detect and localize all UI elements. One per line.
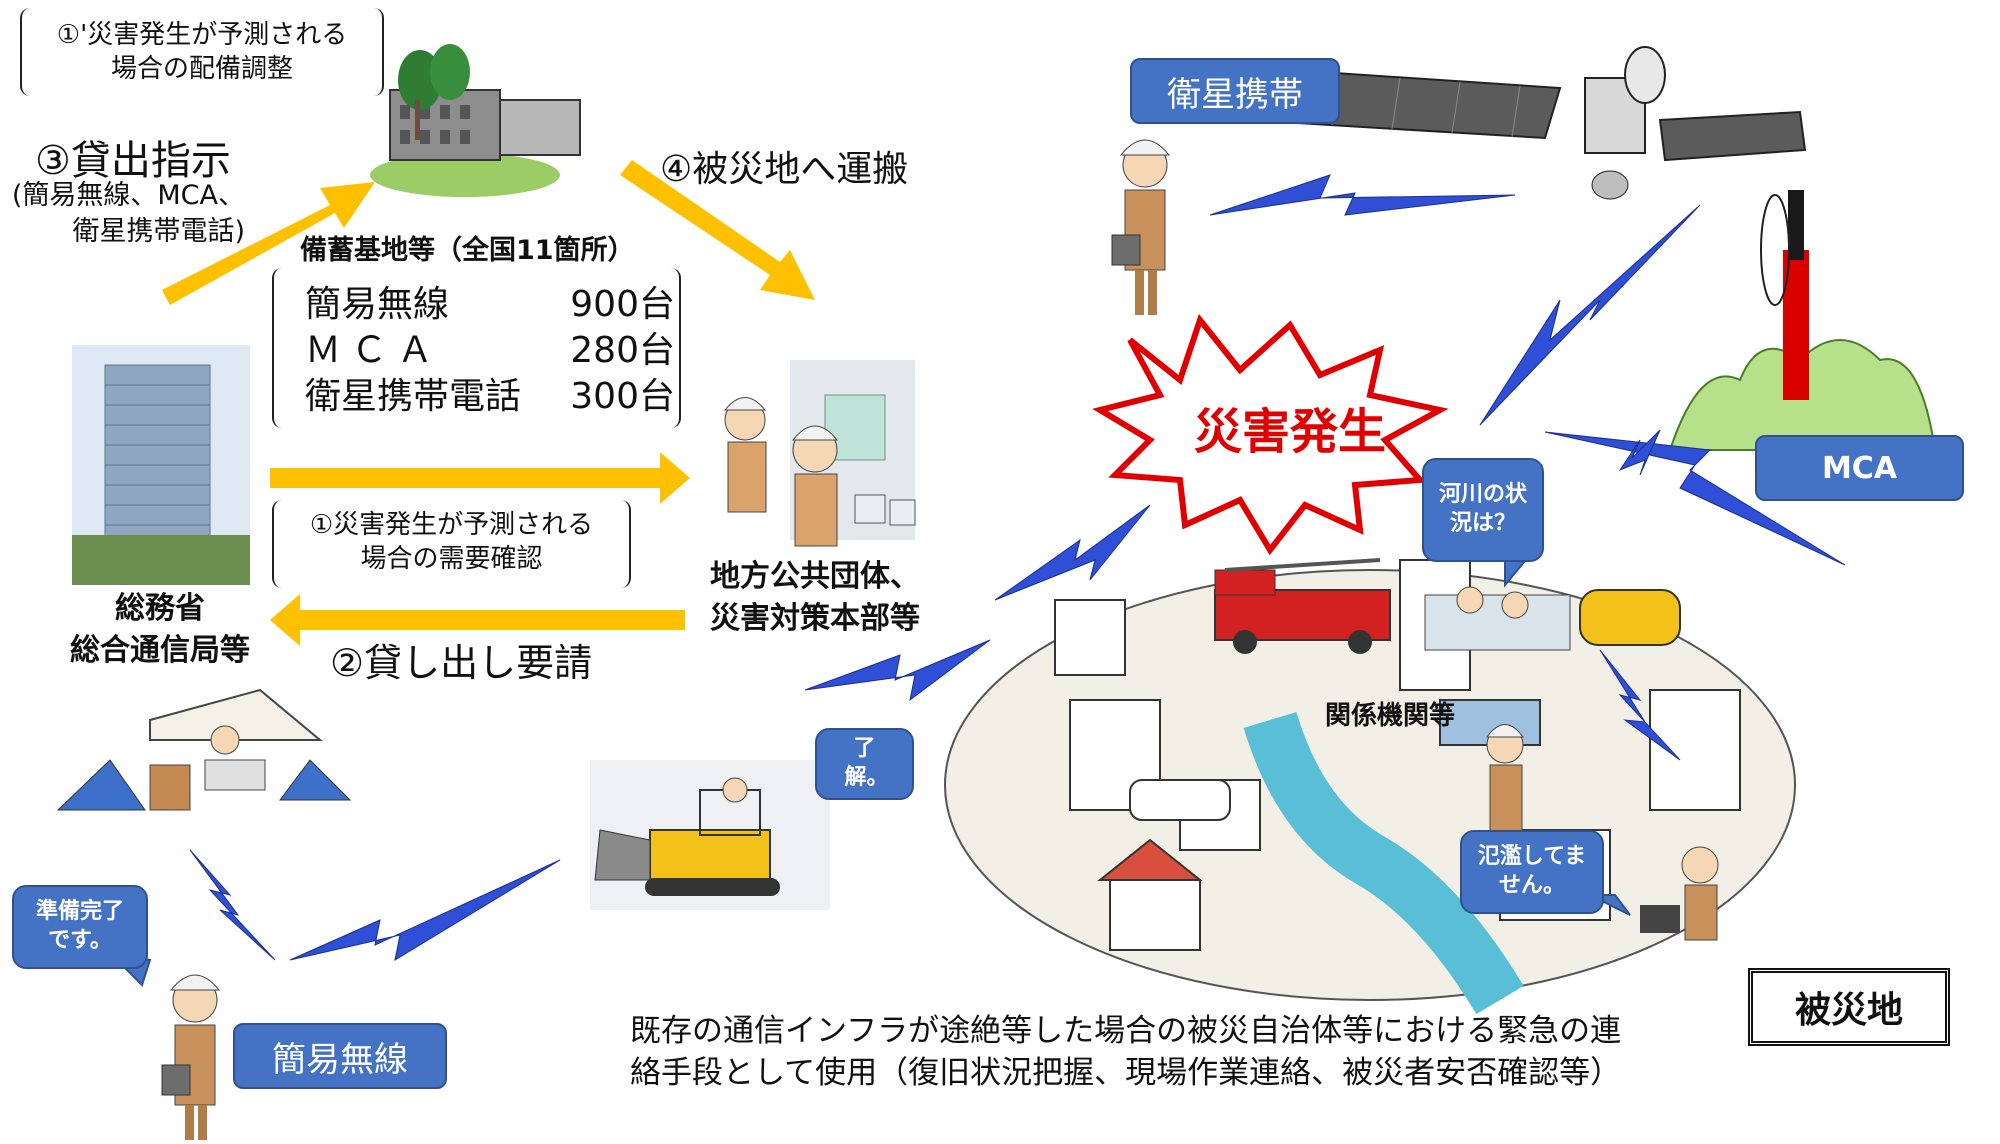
speech-bubble-ack: 了解。 — [815, 728, 914, 800]
disaster-area-label: 被災地 — [1748, 968, 1950, 1046]
local-gov-line1: 地方公共団体、 — [710, 559, 920, 594]
stockpile-item-count: 300台 — [570, 376, 675, 417]
stockpile-title: 備蓄基地等（全国11箇所） — [300, 235, 635, 266]
top-note: ①'災害発生が予測される 場合の配備調整 — [20, 18, 384, 86]
arrow-to-local-gov — [270, 452, 690, 504]
bubble-ready-text: 準備完了です。 — [35, 899, 124, 953]
demand-note-line1: ①災害発生が予測される — [309, 510, 594, 540]
lend-instruction-line1: (簡易無線、MCA、 — [11, 180, 245, 211]
bottom-description: 既存の通信インフラが途絶等した場合の被災自治体等における緊急の連 絡手段として使… — [630, 1010, 1621, 1094]
ministry-building-photo — [72, 345, 250, 585]
local-gov-line2: 災害対策本部等 — [710, 601, 920, 636]
fire-truck-illustration — [1214, 558, 1391, 654]
bottom-description-line2: 絡手段として使用（復旧状況把握、現場作業連絡、被災者安否確認等） — [630, 1055, 1622, 1091]
ministry-line1: 総務省 — [115, 591, 205, 626]
mca-pill: MCA — [1755, 435, 1964, 501]
person-simple-radio — [161, 974, 221, 1140]
stockpile-item-name: ＭＣＡ — [305, 330, 444, 371]
satellite-phone-pill: 衛星携帯 — [1130, 58, 1340, 124]
stockpile-item: 衛星携帯電話 300台 — [305, 374, 675, 420]
lend-instruction-title: ③貸出指示 — [35, 138, 231, 184]
disaster-burst — [1092, 313, 1449, 556]
tent-illustration — [56, 688, 352, 811]
related-agencies-label: 関係機関等 — [1325, 701, 1456, 731]
local-gov-label: 地方公共団体、 災害対策本部等 — [690, 556, 940, 640]
lightning-bolts — [189, 174, 1846, 962]
warehouse-building — [370, 44, 581, 197]
stockpile-item-count: 280台 — [570, 330, 675, 371]
satellite-illustration — [1278, 46, 1807, 200]
disaster-area-scene — [944, 558, 1796, 1015]
local-gov-office-illustration — [723, 360, 916, 547]
bubble-river-text: 河川の状況は？ — [1438, 482, 1527, 536]
ministry-label: 総務省 総合通信局等 — [40, 588, 280, 672]
person-in-disaster-area — [1486, 724, 1719, 941]
stockpile-item: 簡易無線 900台 — [305, 282, 675, 328]
lend-request-label: ②貸し出し要請 — [330, 641, 593, 685]
demand-note-bracket — [272, 500, 631, 588]
disaster-burst-label: 災害発生 — [1193, 404, 1386, 460]
person-satellite-phone — [1111, 139, 1171, 315]
top-note-line1: ①'災害発生が予測される — [56, 20, 348, 50]
speech-bubble-ready: 準備完了です。 — [12, 885, 148, 969]
top-note-bracket — [20, 8, 384, 96]
lend-instruction-detail: (簡易無線、MCA、 衛星携帯電話) — [0, 178, 245, 250]
stockpile-item-name: 衛星携帯電話 — [305, 376, 522, 417]
bubble-no-flood-text: 氾濫してません。 — [1477, 844, 1587, 898]
bulldozer-illustration — [590, 760, 830, 910]
demand-note-line2: 場合の需要確認 — [360, 544, 543, 574]
stockpile-list-bracket — [272, 268, 681, 428]
stockpile-item-name: 簡易無線 — [305, 284, 450, 325]
dispatch-room-illustration — [1424, 586, 1571, 651]
arrow-lend-request — [270, 594, 685, 646]
arrow-transport — [620, 160, 815, 300]
top-note-line2: 場合の配備調整 — [110, 54, 293, 84]
stockpile-list: 簡易無線 900台 ＭＣＡ 280台 衛星携帯電話 300台 — [305, 282, 675, 420]
demand-note: ①災害発生が予測される 場合の需要確認 — [272, 508, 631, 576]
bottom-description-line1: 既存の通信インフラが途絶等した場合の被災自治体等における緊急の連 — [630, 1013, 1622, 1049]
bubble-ack-text: 了解。 — [844, 736, 889, 790]
mca-tower-illustration — [1668, 190, 1937, 451]
simple-radio-pill: 簡易無線 — [233, 1023, 447, 1089]
speech-bubble-no-flood: 氾濫してません。 — [1460, 830, 1604, 914]
arrow-lend-instruction — [162, 182, 375, 305]
ministry-line2: 総合通信局等 — [70, 633, 250, 668]
lend-instruction-line2: 衛星携帯電話) — [72, 216, 245, 247]
stockpile-item: ＭＣＡ 280台 — [305, 328, 675, 374]
stockpile-item-count: 900台 — [570, 284, 675, 325]
speech-bubble-river-question: 河川の状況は？ — [1422, 458, 1544, 562]
transport-label: ④被災地へ運搬 — [660, 149, 909, 190]
